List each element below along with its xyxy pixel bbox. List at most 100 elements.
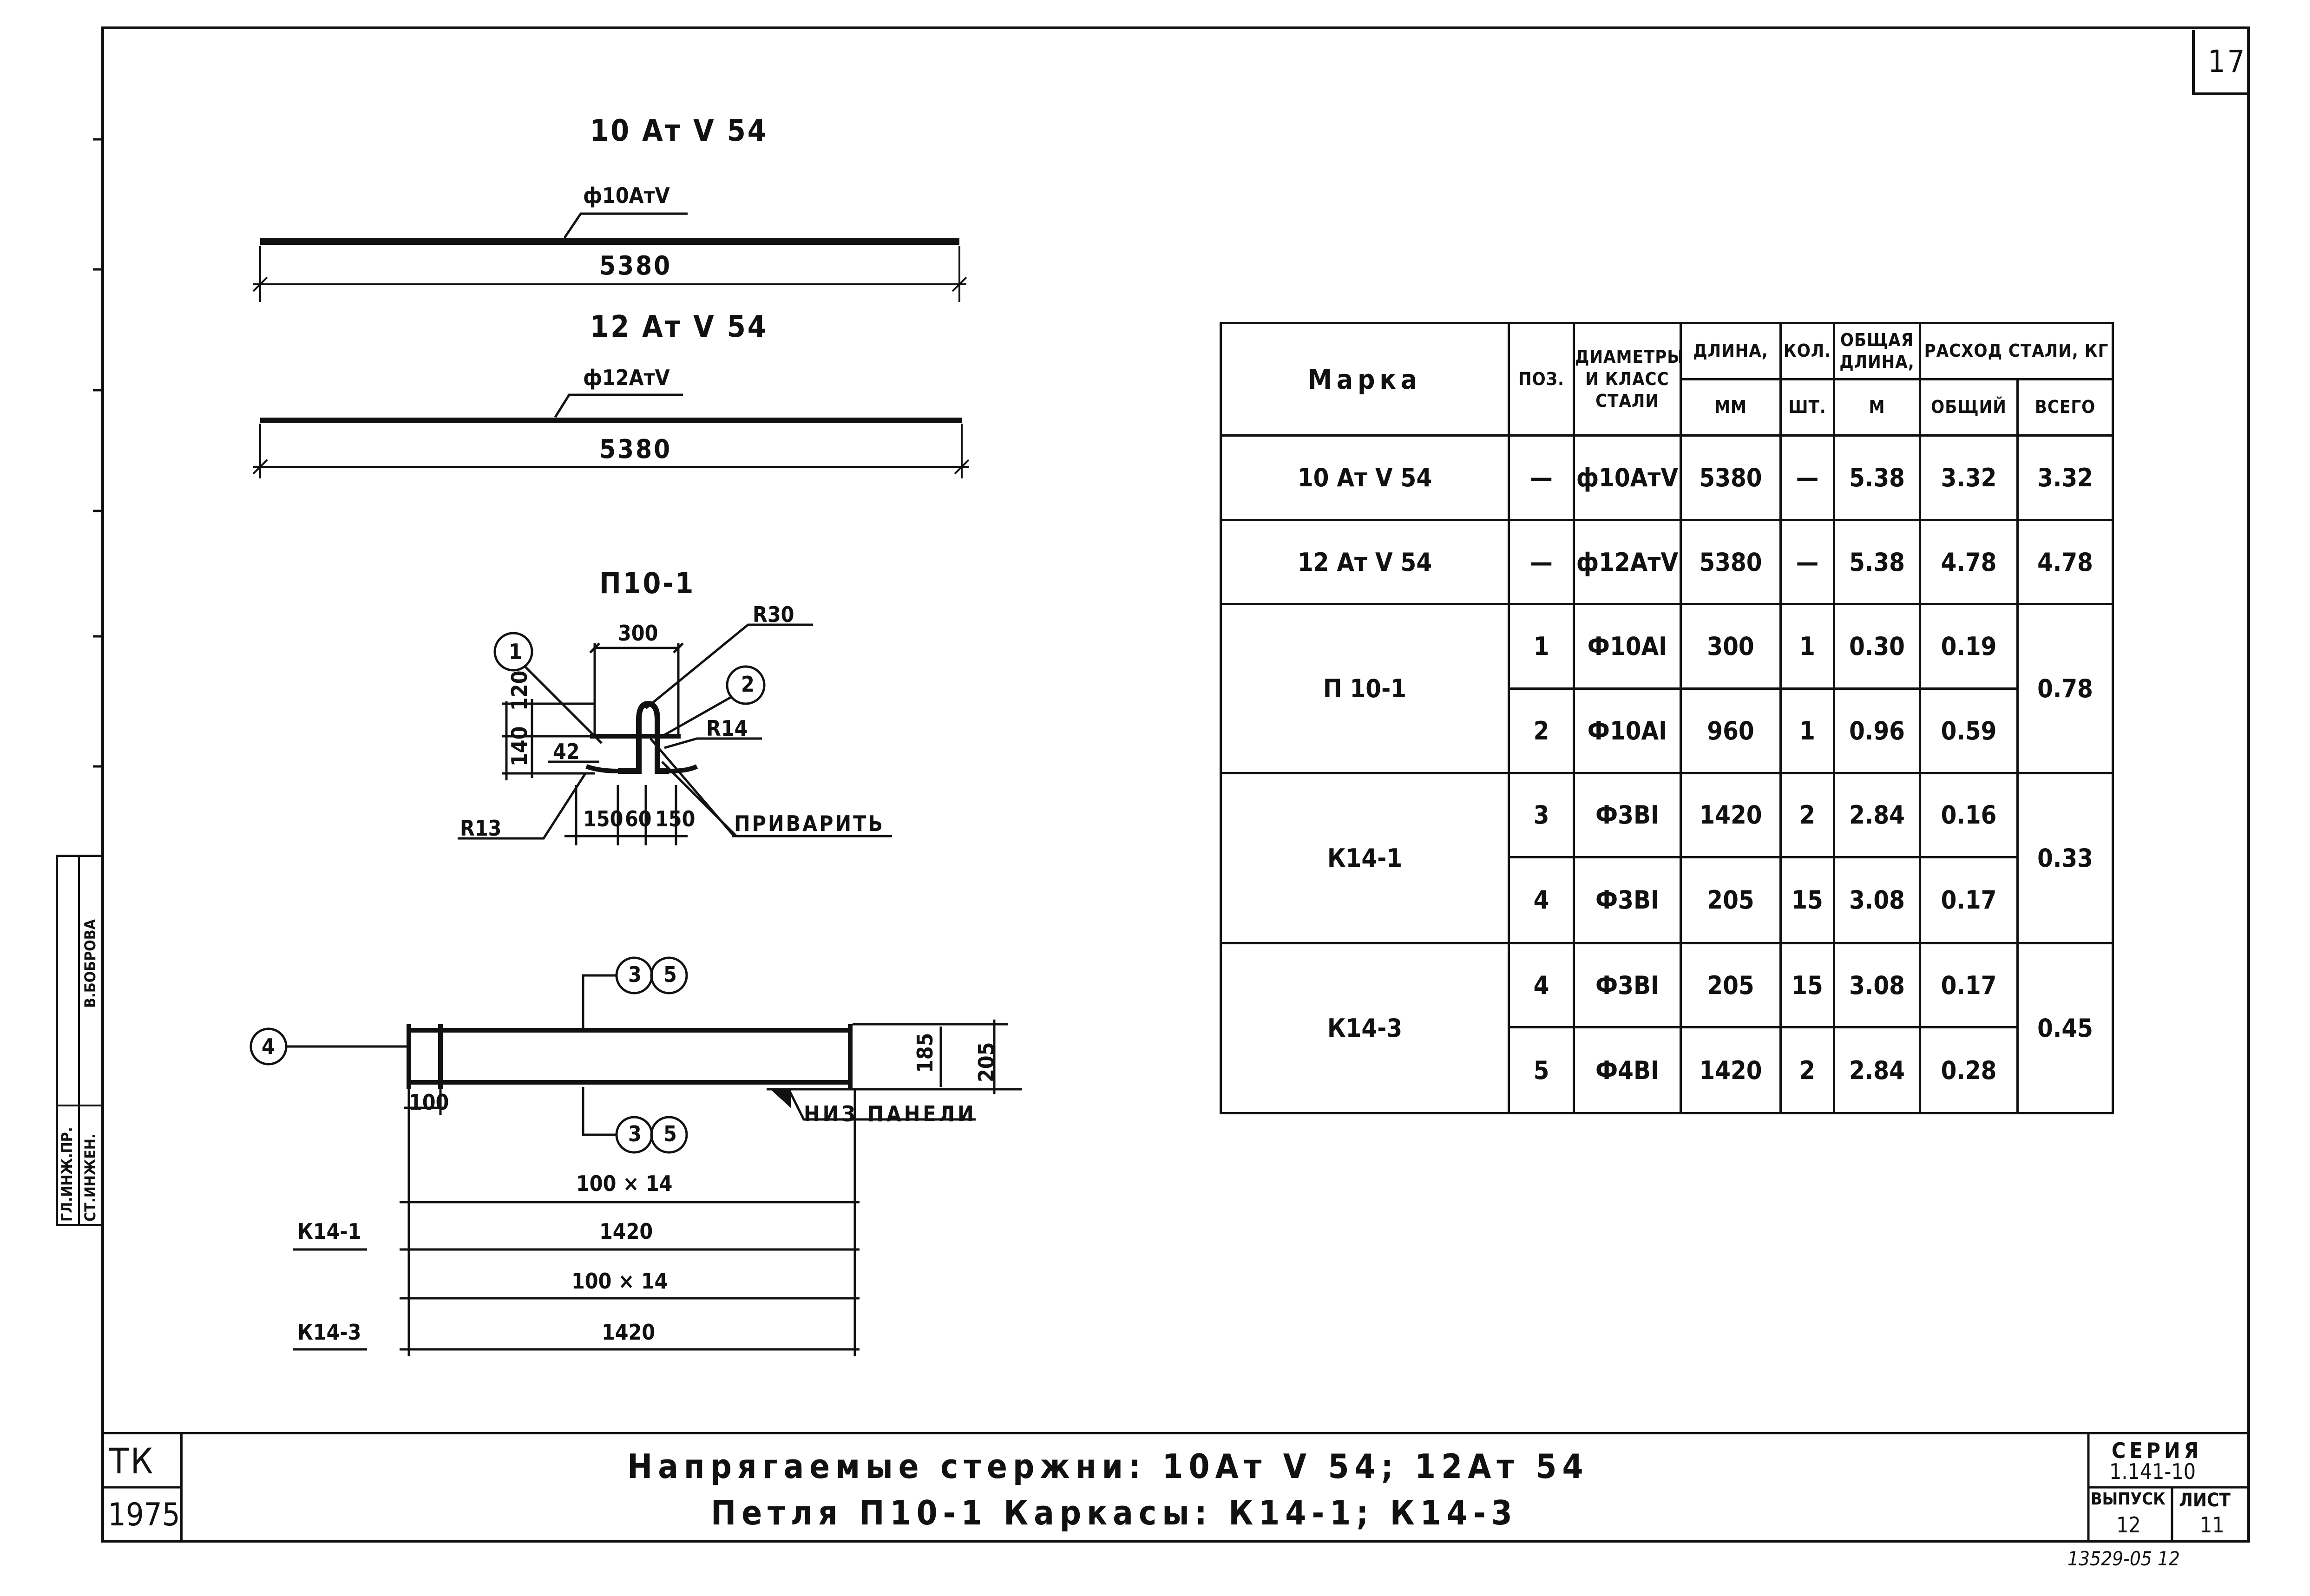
cell-pos: 4 (1508, 942, 1575, 1029)
bar1-title: 10 Ат V 54 (590, 114, 768, 148)
cell-len: 1420 (1680, 772, 1782, 859)
cell-mark: 10 Ат V 54 (1220, 434, 1510, 521)
spec-table: Марка ПОЗ. ДИАМЕТРЫ И КЛАСС СТАЛИ ДЛИНА,… (1220, 321, 2114, 1115)
table-row: 5 Ф4ВI 1420 2 2.84 0.28 (1221, 1026, 2113, 1114)
cell-tlen: 5.38 (1833, 434, 1921, 521)
series-label: СЕРИЯ (2112, 1438, 2203, 1463)
table-row: 10 Ат V 54 — ф10АтV 5380 — 5.38 3.32 3.3… (1220, 434, 2114, 521)
loop-pos1: 1 (509, 639, 522, 664)
th-len-unit: ММ (1680, 378, 1782, 437)
org-label: ТК (109, 1440, 155, 1482)
cell-tlen: 2.84 (1833, 1026, 1921, 1114)
table-header-row: Марка ПОЗ. ДИАМЕТРЫ И КЛАСС СТАЛИ ДЛИНА,… (1220, 321, 2114, 437)
th-pos: ПОЗ. (1508, 321, 1575, 437)
cell-pos: 4 (1508, 856, 1575, 944)
table-header-row-2: ММ ШТ. М ОБЩИЙ ВСЕГО (1221, 378, 2114, 437)
drawing-title-line1: Напрягаемые стержни: 10Ат V 54; 12Ат 54 (627, 1447, 1589, 1486)
cell-pos: 5 (1508, 1026, 1575, 1114)
cell-diam: Ф3ВI (1573, 856, 1682, 944)
bar2-title: 12 Ат V 54 (590, 310, 768, 344)
loop-dim-h: 42 (553, 739, 580, 764)
cage-row2-len: 1420 (602, 1320, 656, 1345)
loop-dim-b1: 150 (583, 806, 623, 831)
cell-steel: 0.28 (1919, 1026, 2019, 1114)
cell-steel: 0.16 (1919, 772, 2019, 859)
bar1-length: 5380 (599, 251, 672, 281)
cell-pos: — (1508, 434, 1575, 521)
cell-len: 205 (1680, 942, 1782, 1029)
issue-value: 12 (2116, 1512, 2141, 1537)
cage-dim-100: 100 (409, 1090, 449, 1115)
cell-qty: 1 (1779, 687, 1835, 774)
cell-tlen: 3.08 (1833, 856, 1921, 944)
cell-len: 5380 (1680, 518, 1782, 606)
cage-row2-step: 100 × 14 (571, 1269, 668, 1294)
cell-steel: 0.59 (1919, 687, 2019, 774)
cell-diam: Ф10АI (1573, 687, 1682, 774)
loop-dim-top: 300 (618, 621, 658, 646)
cell-all: 4.78 (2016, 518, 2114, 606)
cell-steel: 4.78 (1919, 518, 2019, 606)
cage-row1-step: 100 × 14 (576, 1171, 673, 1196)
cell-all: 3.32 (2016, 434, 2114, 521)
cell-len: 1420 (1680, 1026, 1782, 1114)
cell-len: 5380 (1680, 434, 1782, 521)
cell-mark: К14-1 (1220, 772, 1510, 944)
footer-code: 13529-05 12 (2067, 1547, 2180, 1570)
cell-pos: 2 (1508, 687, 1575, 774)
th-steel-total: ОБЩИЙ (1919, 378, 2019, 437)
bar1-callout: ф10АтV (583, 183, 670, 208)
table-row: К14-3 4 Ф3ВI 205 15 3.08 0.17 0.45 (1220, 942, 2114, 1115)
cell-qty: — (1779, 518, 1835, 606)
corner-sheet-number: 17 (2208, 44, 2247, 79)
cage-row1-mark: К14-1 (297, 1219, 361, 1244)
cell-tlen: 2.84 (1833, 772, 1921, 859)
table-row: 4 Ф3ВI 205 15 3.08 0.17 (1221, 856, 2113, 944)
cell-all: 0.45 (2016, 942, 2114, 1115)
cell-pos: 3 (1508, 772, 1575, 859)
cage-pos-left: 4 (262, 1034, 275, 1059)
cell-mark: К14-3 (1220, 942, 1510, 1115)
table-row: П 10-1 1 Ф10АI 300 1 0.30 0.19 0.78 (1220, 603, 2114, 774)
th-diam: ДИАМЕТРЫ И КЛАСС СТАЛИ (1573, 321, 1684, 437)
cell-diam: ф12АтV (1573, 518, 1682, 606)
cell-qty: 1 (1779, 603, 1835, 690)
series-value: 1.141-10 (2109, 1459, 2196, 1484)
cell-tlen: 5.38 (1833, 518, 1921, 606)
table-row: К14-1 3 Ф3ВI 1420 2 2.84 0.16 0.33 (1220, 772, 2114, 944)
year-label: 1975 (108, 1497, 180, 1533)
corner-sheet-box (2192, 30, 2248, 95)
cell-steel: 0.19 (1919, 603, 2019, 690)
cage-pos-bot-a: 3 (628, 1121, 642, 1146)
th-steel: РАСХОД СТАЛИ, КГ (1919, 321, 2114, 381)
issue-label: ВЫПУСК (2091, 1490, 2166, 1509)
table-row: 2 Ф10АI 960 1 0.96 0.59 (1221, 687, 2113, 774)
cell-len: 300 (1680, 603, 1782, 690)
cell-steel: 3.32 (1919, 434, 2019, 521)
th-qty-unit: ШТ. (1779, 378, 1835, 437)
cell-qty: — (1779, 434, 1835, 521)
loop-weld-note: ПРИВАРИТЬ (734, 811, 885, 836)
cell-qty: 15 (1779, 856, 1835, 944)
cell-mark: П 10-1 (1220, 603, 1510, 774)
cell-len: 205 (1680, 856, 1782, 944)
sheet-value: 11 (2200, 1512, 2225, 1537)
loop-title: П10-1 (599, 566, 696, 600)
bar2-callout: ф12АтV (583, 365, 670, 390)
cell-tlen: 3.08 (1833, 942, 1921, 1029)
cell-pos: — (1508, 518, 1575, 606)
cell-all: 0.78 (2016, 603, 2114, 774)
loop-radius-top: R30 (753, 602, 794, 627)
cage-pos-top-a: 3 (628, 962, 642, 987)
th-total-len-unit: М (1833, 378, 1921, 437)
th-qty: КОЛ. (1779, 321, 1835, 381)
th-total-len: ОБЩАЯ ДЛИНА, (1833, 321, 1921, 381)
table-row: 12 Ат V 54 — ф12АтV 5380 — 5.38 4.78 4.7… (1220, 518, 2114, 606)
cell-mark: 12 Ат V 54 (1220, 518, 1510, 606)
